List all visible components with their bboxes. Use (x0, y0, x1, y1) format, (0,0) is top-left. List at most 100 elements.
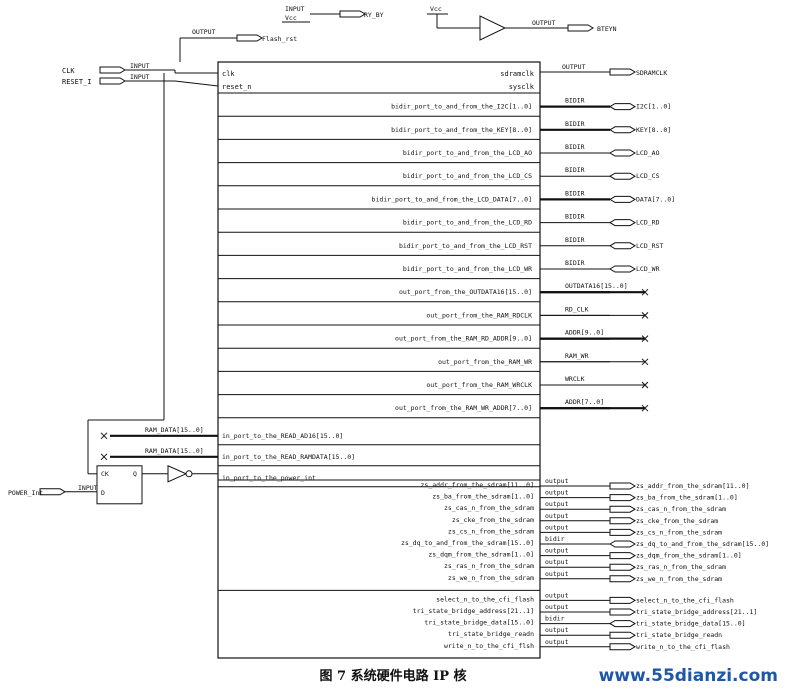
dff-block (96, 465, 143, 505)
left-input-pin (99, 77, 126, 85)
ry-by-input-label: INPUT (285, 5, 305, 13)
flash-pin-label: tri_state_bridge_readn (636, 631, 722, 639)
right-port-type: BIDIR (565, 120, 585, 128)
flash-pin-label: tri_state_bridge_data[15..0] (636, 620, 746, 628)
sdram-pin-label: zs_cke_from_the_sdram (636, 517, 718, 525)
sdram-port-type: output (545, 570, 569, 578)
right-port-label: bidir_port_to_and_from_the_LCD_RST (399, 242, 532, 250)
right-port-pin (609, 265, 636, 273)
right-port-type: BIDIR (565, 166, 585, 174)
sdram-pin (609, 528, 636, 536)
sdram-port-label: zs_cas_n_from_the_sdram (444, 504, 534, 512)
dff-q: Q (133, 470, 137, 478)
right-port-pin (609, 126, 636, 134)
no-connect-mark (641, 335, 649, 342)
sdram-pin-label: zs_addr_from_the_sdram[11..0] (636, 482, 750, 490)
bteyn-label: BTEYN (597, 25, 617, 33)
sdram-port-type: output (545, 558, 569, 566)
port-clk: clk (222, 70, 235, 78)
right-port-label: out_port_from_the_RAM_RD_ADDR[9..0] (395, 335, 532, 343)
inverter-bubble (185, 470, 193, 478)
right-port-pin-label: KEY[8..0] (636, 126, 671, 134)
output-rst-label: OUTPUT (192, 28, 216, 36)
right-port-label: bidir_port_to_and_from_the_LCD_RD (403, 219, 532, 227)
sdram-pin (609, 552, 636, 560)
sdram-port-label: zs_ba_from_the_sdram[1..0] (432, 493, 534, 501)
left-port-label: in_port_to_the_READ_AD16[15..0] (222, 432, 343, 440)
right-port-pin (609, 195, 636, 203)
power-pin-label: POWER_Int (8, 489, 43, 497)
bteyn-output-label: OUTPUT (532, 19, 556, 27)
flash-port-type: output (545, 626, 569, 634)
right-port-net-label: RAM_WR (565, 352, 589, 360)
no-connect-mark (641, 312, 649, 319)
right-port-label: out_port_from_the_OUTDATA16[15..0] (399, 288, 532, 296)
sdram-pin (609, 540, 636, 548)
flash-pin (609, 631, 636, 639)
sdram-port-label: zs_cs_n_from_the_sdram (448, 527, 534, 535)
right-port-label: bidir_port_to_and_from_the_LCD_CS (403, 172, 532, 180)
flash-port-type: output (545, 591, 569, 599)
sdram-pin (609, 517, 636, 525)
right-port-net-label: RD_CLK (565, 305, 589, 313)
sdram-pin-label: zs_cas_n_from_the_sdram (636, 505, 726, 513)
flash-port-label: tri_state_bridge_address[21..1] (413, 607, 534, 615)
right-port-pin (609, 149, 636, 157)
right-port-type: BIDIR (565, 97, 585, 105)
left-port-net-label: RAM_DATA[15..0] (145, 426, 204, 434)
sdram-port-type: output (545, 512, 569, 520)
ry-by-pin (339, 10, 366, 18)
bteyn-pin (567, 24, 594, 32)
sdram-pin (609, 482, 636, 490)
power-type-label: INPUT (78, 484, 98, 492)
sdram-port-label: zs_we_n_from_the_sdram (448, 574, 534, 582)
flash-port-type: output (545, 638, 569, 646)
left-port-label: in_port_to_the_power_int (222, 474, 316, 482)
flash-pin-label: tri_state_bridge_address[21..1] (636, 608, 757, 616)
sdram-pin-label: zs_we_n_from_the_sdram (636, 575, 722, 583)
right-port-label: out_port_from_the_RAM_WR_ADDR[7..0] (395, 404, 532, 412)
flash-port-label: tri_state_bridge_readn (448, 630, 534, 638)
vcc1-label: Vcc (285, 14, 297, 22)
port-reset: reset_n (222, 83, 252, 91)
sdram-port-label: zs_addr_from_the_sdram[11..0] (421, 481, 535, 489)
inverter-symbol (167, 465, 188, 483)
left-input-name: RESET_I (62, 78, 92, 86)
sdram-port-type: output (545, 547, 569, 555)
sdram-pin (609, 575, 636, 583)
port-sysclk: sysclk (509, 83, 535, 91)
no-connect-mark (641, 381, 649, 389)
right-port-net-label: OUTDATA16[15..0] (565, 282, 628, 290)
watermark: www.55dianzi.com (599, 666, 778, 686)
flash-pin-label: select_n_to_the_cfi_flash (636, 596, 734, 604)
right-port-pin (609, 103, 636, 111)
sdram-pin (609, 505, 636, 513)
right-port-label: bidir_port_to_and_from_the_LCD_AO (403, 149, 532, 157)
sdram-port-type: bidir (545, 535, 565, 543)
flash-port-label: tri_state_bridge_data[15..0] (424, 619, 534, 627)
right-port-pin-label: LCD_RST (636, 242, 663, 250)
right-port-pin (609, 242, 636, 250)
left-port-label: in_port_to_the_READ_RAMDATA[15..0] (222, 453, 355, 461)
sdram-port-label: zs_dq_to_and_from_the_sdram[15..0] (401, 539, 534, 547)
dff-ck: CK (101, 470, 109, 478)
right-port-net-label: ADDR[7..0] (565, 398, 604, 406)
right-port-pin (609, 219, 636, 227)
sdram-pin-label: zs_ba_from_the_sdram[1..0] (636, 494, 738, 502)
buffer-symbol (479, 15, 507, 41)
no-connect-mark (100, 432, 108, 440)
left-input-name: CLK (62, 67, 75, 75)
sdram-pin-label: zs_cs_n_from_the_sdram (636, 528, 722, 536)
right-port-net-label: WRCLK (565, 375, 585, 383)
sdramclk-pin-label: SDRAMCLK (636, 69, 667, 77)
sdram-pin-label: zs_ras_n_from_the_sdram (636, 563, 726, 571)
sdram-port-type: output (545, 500, 569, 508)
right-port-pin-label: I2C[1..0] (636, 103, 671, 111)
right-port-pin-label: LCD_CS (636, 172, 660, 180)
dff-d: D (101, 489, 105, 497)
figure-caption: 图 7 系统硬件电路 IP 核 (319, 668, 466, 684)
right-port-label: out_port_from_the_RAM_WR (438, 358, 532, 366)
right-port-type: BIDIR (565, 189, 585, 197)
port-sdramclk: sdramclk (500, 70, 535, 78)
flash-pin-label: write_n_to_the_cfi_flash (636, 643, 730, 651)
